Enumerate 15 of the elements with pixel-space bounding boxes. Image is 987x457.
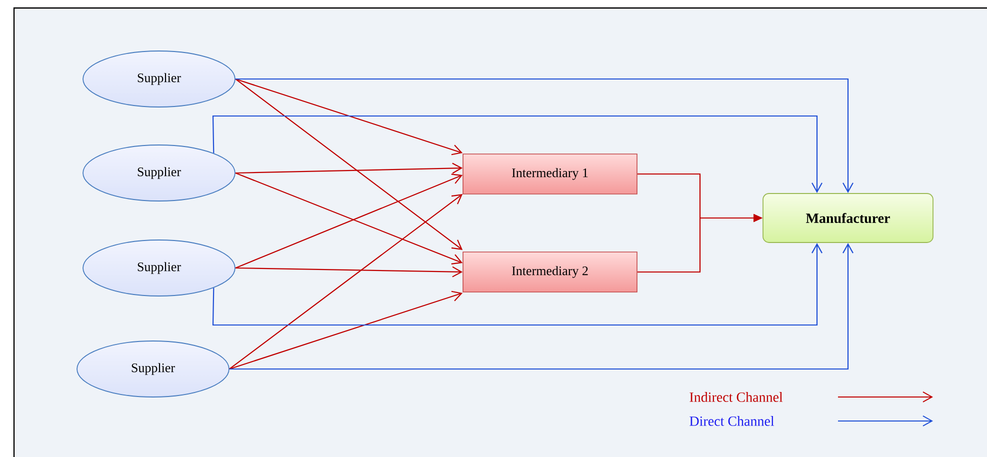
arrow: [212, 242, 822, 326]
arrow: [235, 78, 854, 194]
legend-label: Indirect Channel: [690, 392, 783, 402]
arrow: [235, 78, 463, 250]
manufacturer-box: Manufacturer: [762, 193, 934, 243]
arrow: [229, 242, 854, 370]
intermediary-box: Intermediary 1: [462, 154, 638, 194]
arrow: [235, 162, 463, 174]
arrow: [235, 78, 463, 156]
arrow: [235, 266, 463, 278]
arrow: [229, 290, 463, 370]
arrow: [229, 194, 463, 370]
intermediary-box: Intermediary 2: [462, 252, 638, 292]
legend-label: Direct Channel: [690, 416, 774, 426]
arrow: [212, 115, 822, 194]
